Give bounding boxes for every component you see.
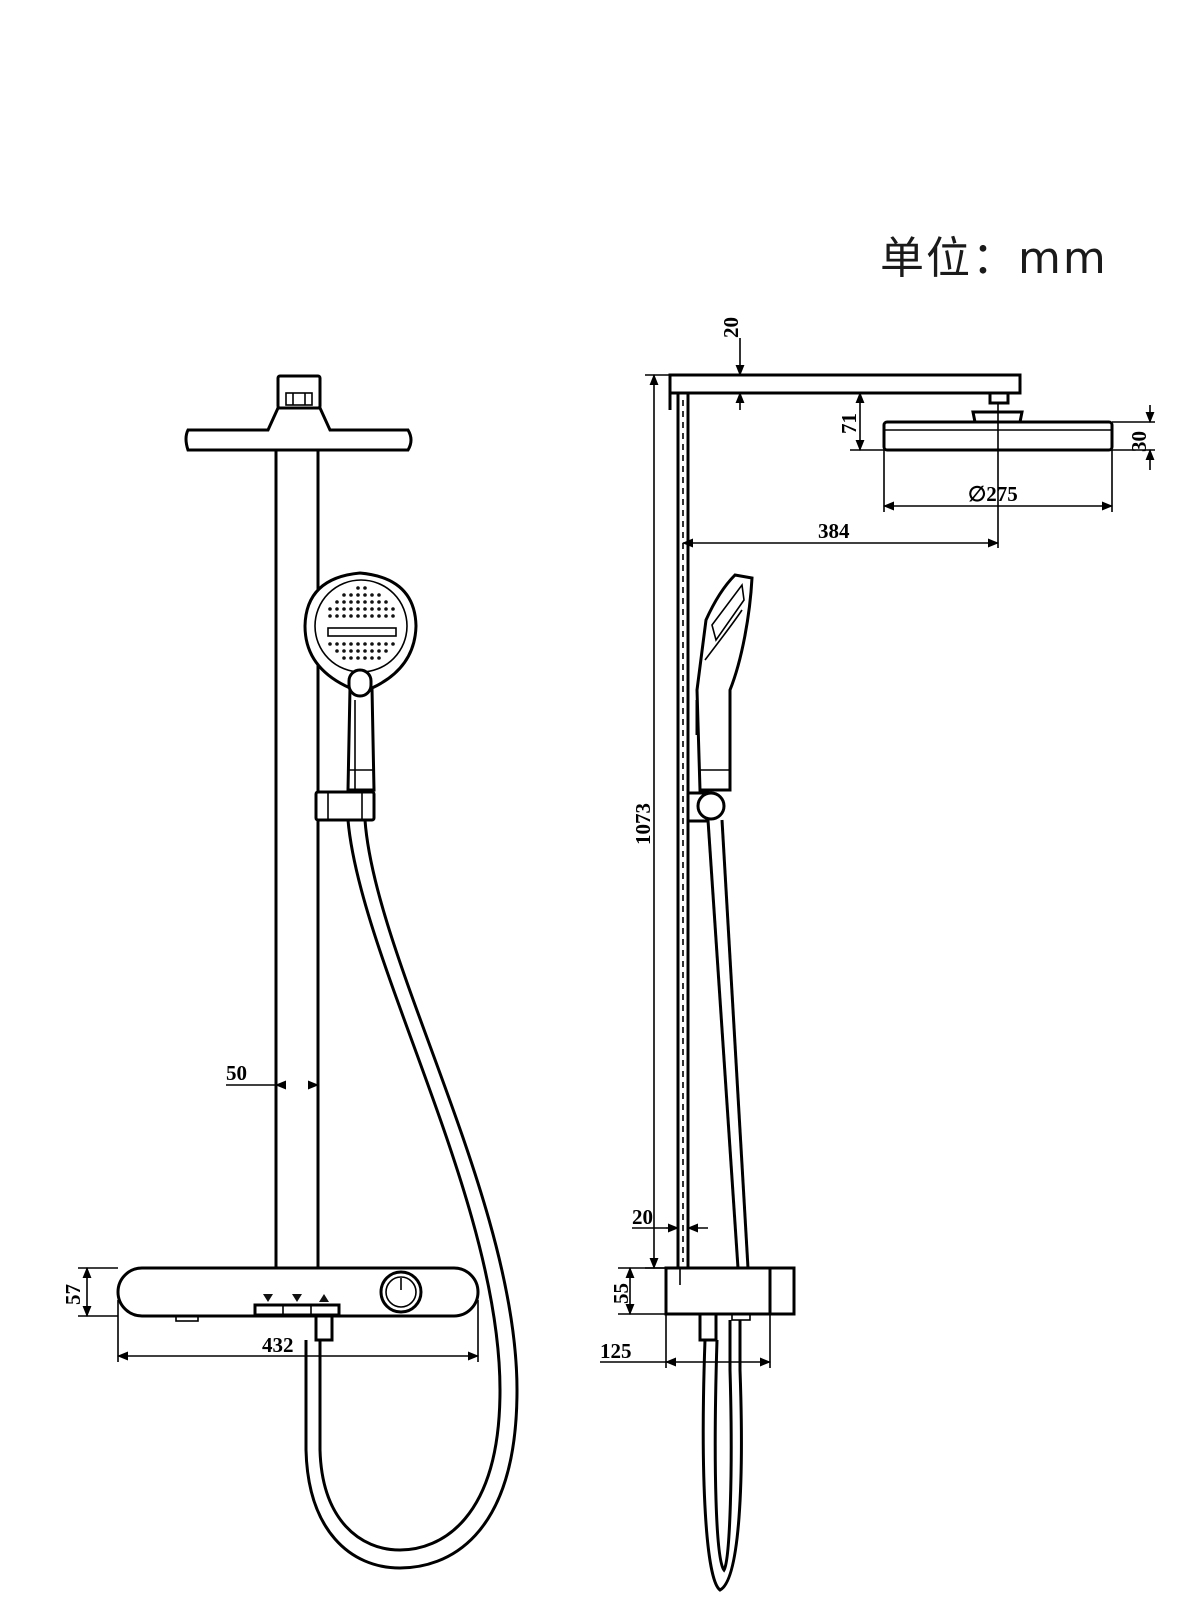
dim-arm-reach: 384 (681, 403, 1000, 548)
riser-pipe-front (274, 450, 320, 1268)
dim-head-thickness: 30 (1112, 405, 1155, 470)
dim-arm-thickness: 20 (719, 317, 745, 410)
dim-label-384: 384 (818, 519, 850, 543)
dim-label-71: 71 (837, 413, 861, 434)
dim-label-275: ∅275 (968, 482, 1018, 506)
dim-console-depth: 125 (600, 1314, 772, 1368)
dim-label-125: 125 (600, 1339, 632, 1363)
dim-console-height-front: 57 (61, 1266, 118, 1318)
dim-label-57: 57 (61, 1284, 85, 1305)
side-view: 20 71 30 ∅275 384 (600, 317, 1155, 1592)
hose-side (701, 819, 750, 1592)
dim-pipe-diameter: 50 (226, 1061, 320, 1090)
dim-label-432: 432 (262, 1333, 294, 1357)
dim-pipe-offset: 20 (632, 1205, 708, 1233)
dim-label-30: 30 (1127, 431, 1151, 452)
hand-shower-holder-side (686, 791, 726, 823)
dim-label-55: 55 (609, 1283, 633, 1304)
overhead-arm-side (668, 373, 1022, 395)
hose-front (304, 819, 519, 1570)
unit-label: 单位：mm (880, 233, 1108, 284)
hand-shower-side (695, 573, 754, 792)
dim-label-20-bottom: 20 (632, 1205, 653, 1229)
riser-pipe-side (668, 374, 690, 1268)
hand-shower-front (303, 571, 418, 792)
dim-head-drop: 71 (837, 391, 990, 452)
thermostatic-console-front (116, 1266, 480, 1342)
rain-shower-head-front (184, 374, 413, 452)
dim-label-50: 50 (226, 1061, 247, 1085)
hand-shower-holder-front (314, 790, 376, 822)
thermostatic-console-side (664, 1266, 796, 1342)
front-view: 50 57 432 (61, 374, 519, 1570)
dim-console-width: 432 (116, 1300, 480, 1362)
dim-label-20-top: 20 (719, 317, 743, 338)
dim-total-height: 1073 (631, 373, 670, 1270)
dim-console-height-side: 55 (609, 1266, 666, 1316)
dim-label-1073: 1073 (631, 803, 655, 845)
